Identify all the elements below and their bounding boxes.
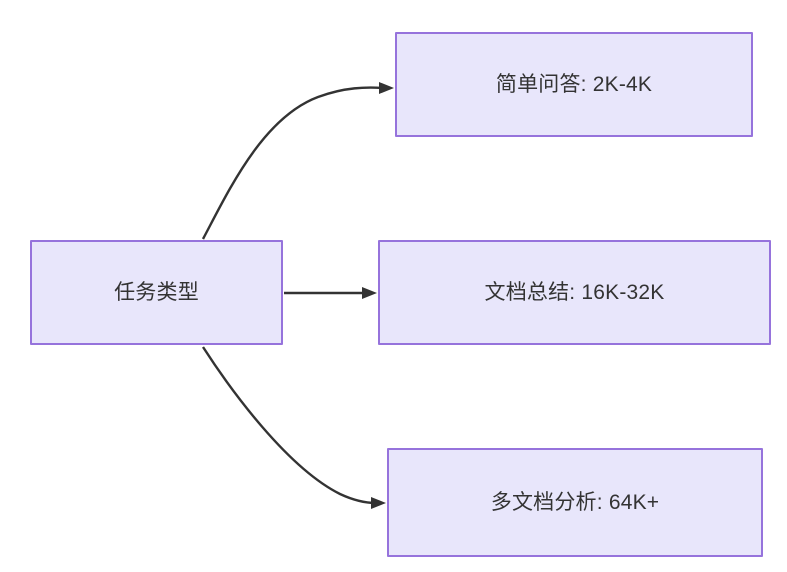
edge-path-simple-qa [201,86,385,240]
arrowhead-doc-summary [362,287,377,299]
node-simple-qa[interactable]: 简单问答: 2K-4K [395,32,753,137]
arrowhead-multi-doc [371,497,386,509]
node-multi-doc-label: 多文档分析: 64K+ [490,490,660,514]
node-multi-doc[interactable]: 多文档分析: 64K+ [387,448,763,557]
edge-task-type-to-doc-summary [284,287,377,299]
node-doc-summary-label: 文档总结: 16K-32K [484,280,665,304]
node-task-type[interactable]: 任务类型 [30,240,283,345]
edge-task-type-to-simple-qa [201,82,394,240]
edge-path-multi-doc [201,346,377,505]
node-task-type-label: 任务类型 [114,280,199,304]
arrowhead-simple-qa [379,82,394,94]
node-doc-summary[interactable]: 文档总结: 16K-32K [378,240,771,345]
node-simple-qa-label: 简单问答: 2K-4K [495,72,653,96]
edge-task-type-to-multi-doc [201,346,386,509]
